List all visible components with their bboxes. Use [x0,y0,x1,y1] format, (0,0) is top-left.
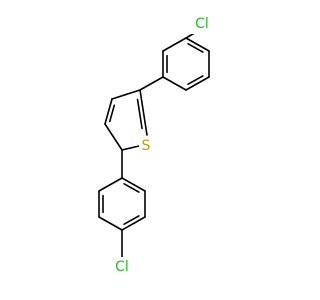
bond-bottom-ring-5 [98,177,123,192]
bond-bottom-ring-inner-0 [123,182,140,193]
atom-label-sulfur: S [142,138,151,154]
molecule-diagram: Cl S Cl [98,14,214,277]
bond-top-ring-inner-2 [187,75,204,86]
structure-canvas: Cl S Cl [98,14,214,277]
bond-layer [98,30,210,258]
bond-bottom-ring-inner-2 [123,215,140,226]
bond-top-ring-2 [185,76,210,91]
bond-thiophene-inner-c2 [136,98,143,130]
bond-top-ring-3 [162,76,187,91]
bond-bottom-ring-3 [98,216,123,231]
bond-top-ring-5 [162,37,187,52]
bond-thiophene-c3-c4 [104,98,113,125]
bond-ring-top-to-thiophene [139,76,164,91]
atom-chlorine-top: Cl [190,14,214,34]
atom-label-cl-bottom: Cl [115,259,129,275]
bond-top-ring-0 [185,37,210,52]
bond-top-ring-inner-0 [187,42,204,53]
bond-bottom-ring-2 [121,216,146,231]
atom-sulfur: S [139,137,153,155]
bond-thiophene-s-c2 [139,89,148,136]
bond-thiophene-c5-s [121,145,140,151]
bond-bottom-ring-0 [121,177,146,192]
bond-thiophene-c4-c5 [104,123,123,151]
bond-thiophene-c2-c3 [111,89,141,100]
bond-thiophene-inner-c3c4 [109,104,116,123]
atom-label-cl-top: Cl [195,16,209,32]
atom-chlorine-bottom: Cl [110,257,134,277]
